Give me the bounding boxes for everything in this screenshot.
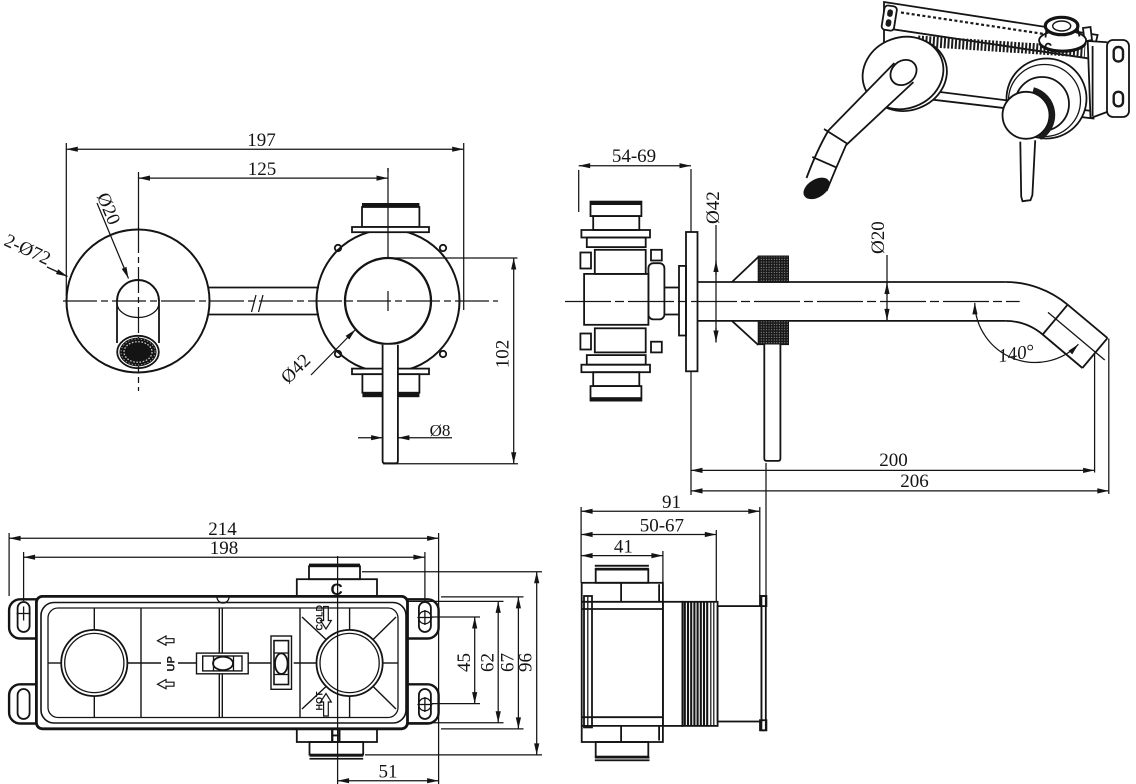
svg-text:H: H	[330, 728, 342, 745]
svg-text:HOT: HOT	[315, 691, 325, 711]
svg-text:214: 214	[208, 519, 237, 540]
svg-text:Ø20: Ø20	[868, 221, 889, 254]
svg-text:C: C	[331, 580, 343, 599]
svg-text:91: 91	[662, 492, 681, 513]
svg-text:50-67: 50-67	[640, 516, 684, 537]
svg-text:197: 197	[247, 130, 276, 151]
svg-text:COLD: COLD	[315, 605, 325, 631]
svg-text:62: 62	[478, 653, 499, 672]
svg-text:Ø20: Ø20	[92, 190, 124, 228]
svg-text:140°: 140°	[997, 341, 1036, 367]
svg-text:206: 206	[900, 471, 929, 492]
svg-text:UP: UP	[166, 656, 178, 671]
svg-text:200: 200	[879, 450, 908, 471]
svg-text:102: 102	[493, 340, 514, 369]
svg-text:125: 125	[248, 159, 277, 180]
svg-text:Ø8: Ø8	[430, 421, 451, 440]
svg-text:96: 96	[516, 653, 537, 672]
svg-text:Ø42: Ø42	[703, 191, 724, 224]
svg-text:45: 45	[454, 653, 475, 672]
svg-text:Ø42: Ø42	[277, 350, 315, 388]
svg-text:67: 67	[498, 653, 519, 672]
svg-text:198: 198	[210, 538, 239, 559]
svg-text:54-69: 54-69	[612, 146, 656, 167]
svg-text:2-Ø72: 2-Ø72	[1, 230, 54, 270]
svg-text:41: 41	[614, 537, 633, 558]
svg-text:51: 51	[379, 762, 398, 783]
